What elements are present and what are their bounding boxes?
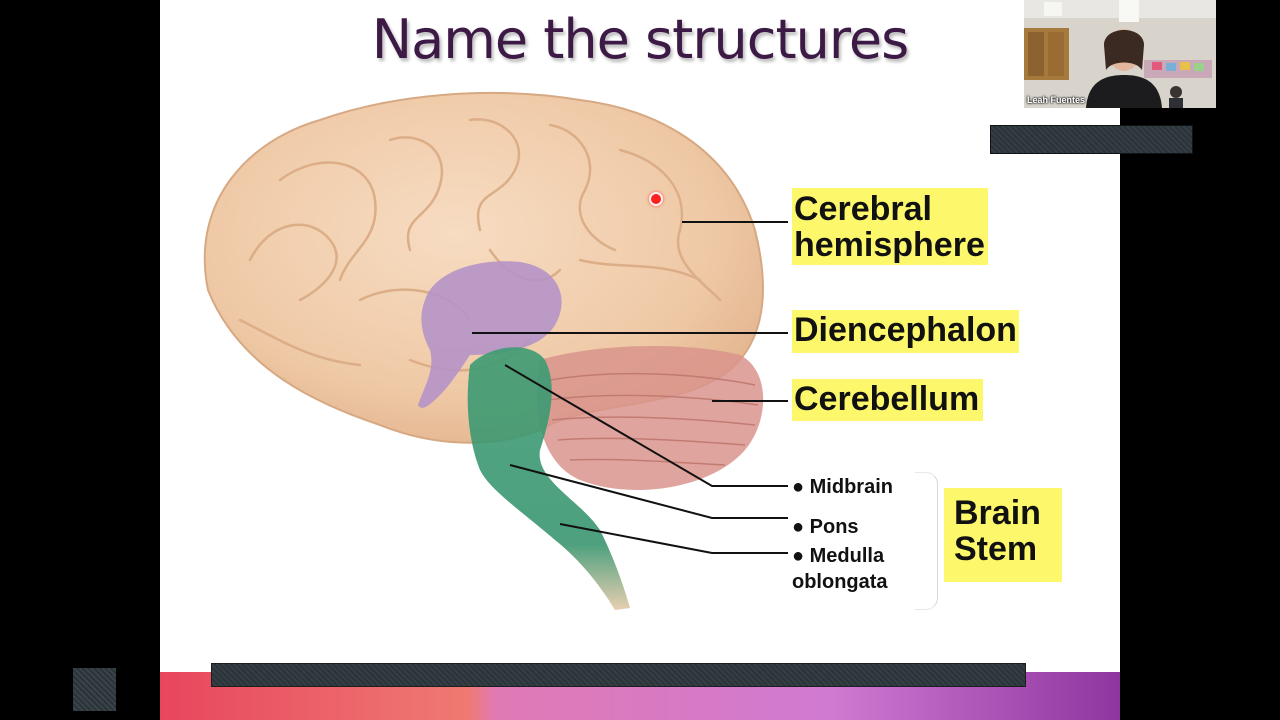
overlay-bar	[990, 125, 1193, 154]
label-cerebral-hemisphere: Cerebral hemisphere	[792, 188, 988, 266]
webcam-feed	[1024, 0, 1216, 108]
cerebellum-folia	[547, 372, 759, 466]
presentation-slide: Name the structures Cerebral hemisphere …	[160, 0, 1120, 720]
participant-video-tile[interactable]: Leah Fuentes	[1024, 0, 1216, 108]
label-line: Cerebral	[794, 190, 932, 228]
label-line: hemisphere	[794, 225, 985, 264]
brainstem-bracket	[915, 472, 938, 610]
medulla-item: ● Medulla	[792, 545, 885, 567]
brain-illustration	[203, 91, 788, 610]
laser-pointer	[651, 194, 661, 204]
caption-bar	[211, 663, 1026, 687]
label-line: Brain	[954, 494, 1041, 532]
label-diencephalon: Diencephalon	[792, 310, 1019, 353]
slide-title: Name the structures	[371, 8, 909, 71]
diencephalon-shape	[418, 261, 562, 408]
overlay-square	[73, 668, 116, 711]
pons-item: ● Pons	[792, 516, 859, 538]
participant-name: Leah Fuentes	[1027, 95, 1086, 105]
medulla-item-line2: oblongata	[792, 571, 888, 593]
label-line: Stem	[954, 529, 1038, 568]
midbrain-item: ● Midbrain	[792, 476, 893, 498]
label-brain-stem: Brain Stem	[944, 488, 1062, 582]
label-cerebellum: Cerebellum	[792, 379, 984, 421]
brainstem-shape	[467, 347, 630, 610]
leader-lines	[472, 221, 788, 554]
